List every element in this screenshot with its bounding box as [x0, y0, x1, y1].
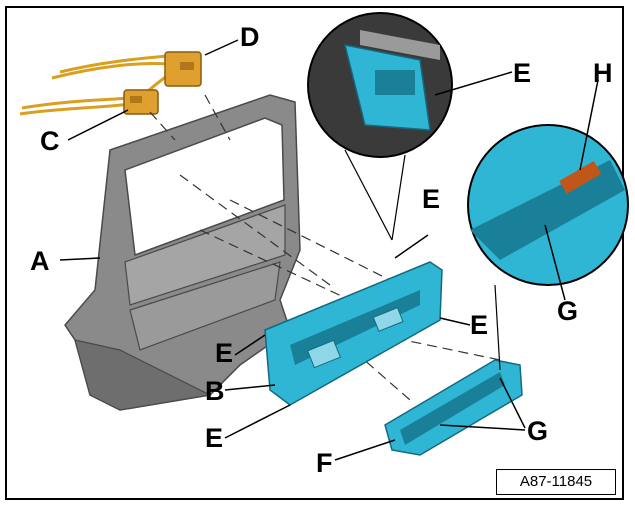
label-e-bottom: E — [205, 423, 224, 453]
detail-circle-e — [307, 12, 453, 241]
control-unit-f — [384, 359, 523, 456]
label-e-right: E — [470, 310, 489, 340]
label-a: A — [30, 246, 50, 276]
label-g-detail: G — [557, 296, 579, 326]
figure-reference: A87-11845 — [496, 469, 616, 495]
trim-panel-a — [64, 94, 301, 411]
label-e-detail: E — [513, 58, 532, 88]
leader-lines — [59, 39, 599, 461]
label-f: F — [316, 448, 333, 478]
connector-c — [123, 89, 159, 115]
label-e-left: E — [215, 338, 234, 368]
control-unit-b — [264, 261, 443, 406]
label-e-top: E — [422, 184, 441, 214]
label-h: H — [593, 58, 613, 88]
label-d: D — [240, 22, 260, 52]
detail-circle-g — [467, 124, 629, 371]
connector-d — [164, 51, 202, 87]
label-c: C — [40, 126, 60, 156]
label-b: B — [205, 376, 225, 406]
label-g: G — [527, 416, 549, 446]
